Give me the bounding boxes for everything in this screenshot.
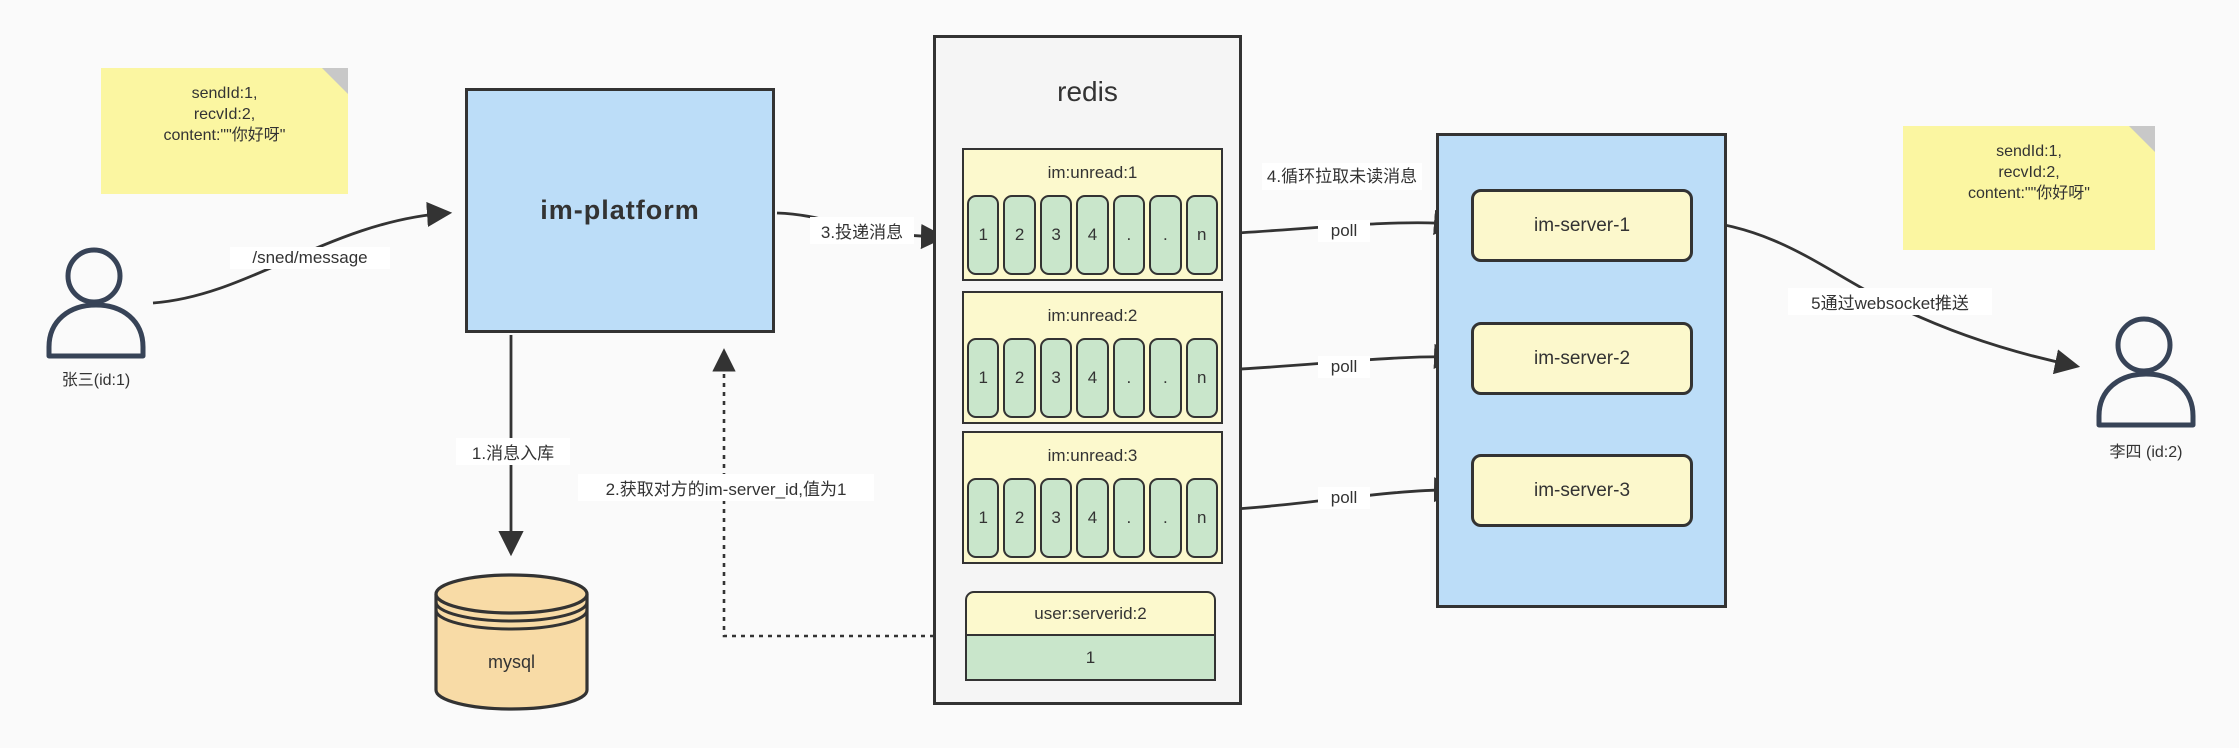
queue-cell: .: [1149, 195, 1182, 275]
edge-label-send-message: /sned/message: [230, 247, 390, 269]
edge-label-step1-store: 1.消息入库: [456, 438, 570, 465]
mysql-label: mysql: [487, 652, 535, 672]
receiver-person-icon: [2096, 316, 2196, 428]
sticky-note-receiver-payload: sendId:1, recvId:2, content:""你好呀": [1903, 126, 2155, 250]
sender-person-icon: [46, 247, 146, 359]
sticky-note-sender-payload: sendId:1, recvId:2, content:""你好呀": [101, 68, 348, 194]
edge-label-poll-2: poll: [1318, 356, 1370, 378]
queue-cells: 1 2 3 4 . . n: [967, 195, 1218, 275]
edge-label-poll-1: poll: [1318, 220, 1370, 242]
payload-line: recvId:2,: [193, 106, 256, 123]
im-server-3-box: im-server-3: [1471, 454, 1693, 527]
arrow-lookup-serverid-dotted: [712, 348, 961, 638]
queue-cell: .: [1149, 478, 1182, 558]
sender-label: 张三(id:1): [61, 372, 131, 389]
payload-line: content:""你好呀": [1968, 185, 2090, 202]
queue-cell: 3: [1039, 478, 1073, 558]
receiver-label: 李四 (id:2): [2109, 444, 2183, 461]
im-server-cluster-box: im-server-1 im-server-2 im-server-3: [1436, 133, 1727, 608]
redis-title: redis: [1057, 76, 1118, 107]
queue-cell: .: [1112, 478, 1146, 558]
queue-cell: 4: [1076, 478, 1109, 558]
queue-header: im:unread:1: [1047, 163, 1138, 182]
queue-cell: .: [1112, 195, 1146, 275]
redis-queue-unread-1: im:unread:1 1 2 3 4 . . n: [962, 148, 1223, 281]
queue-cell: 2: [1003, 338, 1036, 418]
folded-corner-icon: [2129, 126, 2155, 152]
queue-cell: 3: [1039, 195, 1073, 275]
folded-corner-icon: [322, 68, 348, 94]
im-server-2-box: im-server-2: [1471, 322, 1693, 395]
im-platform-label: im-platform: [540, 195, 700, 225]
queue-header: im:unread:3: [1047, 446, 1138, 465]
redis-queue-unread-3: im:unread:3 1 2 3 4 . . n: [962, 431, 1223, 564]
queue-cell: 3: [1039, 338, 1073, 418]
queue-cell: 2: [1003, 478, 1036, 558]
mysql-cylinder-icon: [434, 573, 589, 711]
redis-queue-unread-2: im:unread:2 1 2 3 4 . . n: [962, 291, 1223, 424]
queue-cell: .: [1149, 338, 1182, 418]
user-serverid-box: user:serverid:2 1: [965, 591, 1216, 681]
im-server-1-label: im-server-1: [1533, 214, 1631, 236]
queue-cell: 1: [967, 338, 1000, 418]
im-server-3-label: im-server-3: [1533, 479, 1631, 501]
queue-cell: n: [1185, 338, 1218, 418]
payload-line: sendId:1,: [1996, 143, 2062, 160]
queue-cell: 4: [1076, 338, 1109, 418]
redis-container: redis im:unread:1 1 2 3 4 . . n im:unrea…: [933, 35, 1242, 705]
queue-cell: 1: [967, 195, 1000, 275]
queue-cells: 1 2 3 4 . . n: [967, 478, 1218, 558]
im-server-2-label: im-server-2: [1533, 347, 1631, 369]
edge-label-step5-websocket: 5通过websocket推送: [1788, 288, 1992, 315]
im-server-1-box: im-server-1: [1471, 189, 1693, 262]
queue-cells: 1 2 3 4 . . n: [967, 338, 1218, 418]
user-serverid-key: user:serverid:2: [965, 591, 1216, 636]
payload-line: content:""你好呀": [163, 127, 286, 144]
edge-label-step3-deliver: 3.投递消息: [810, 217, 914, 244]
queue-cell: n: [1185, 195, 1218, 275]
queue-cell: n: [1185, 478, 1218, 558]
queue-cell: .: [1112, 338, 1146, 418]
edge-label-step2-lookup: 2.获取对方的im-server_id,值为1: [578, 474, 874, 501]
payload-line: recvId:2,: [1998, 164, 2060, 181]
queue-cell: 4: [1076, 195, 1109, 275]
user-serverid-value: 1: [965, 636, 1216, 681]
queue-header: im:unread:2: [1047, 306, 1138, 325]
queue-cell: 2: [1003, 195, 1036, 275]
payload-line: sendId:1,: [191, 85, 258, 102]
edge-label-poll-3: poll: [1318, 487, 1370, 509]
im-platform-box: im-platform: [465, 88, 775, 333]
queue-cell: 1: [967, 478, 1000, 558]
edge-label-step4-poll-loop: 4.循环拉取未读消息: [1262, 163, 1422, 190]
